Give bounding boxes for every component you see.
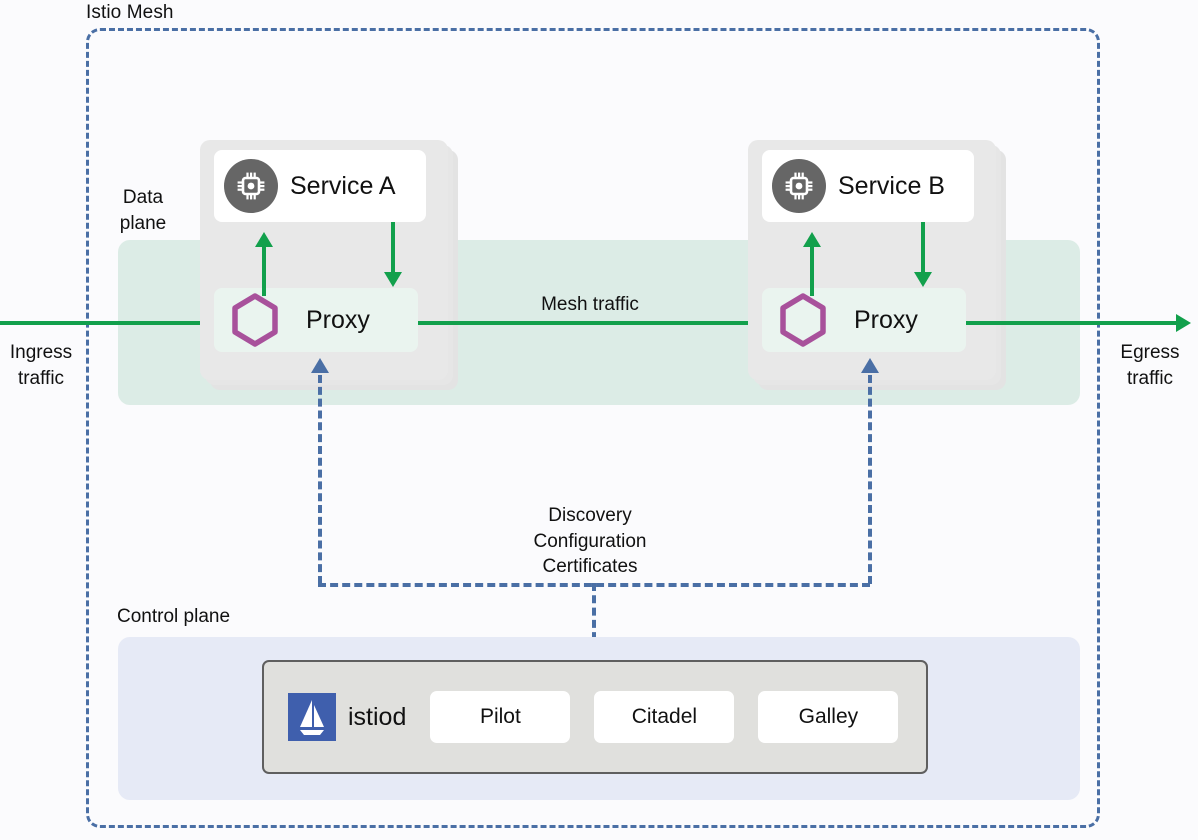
config-line-a xyxy=(318,375,322,584)
config-line-b xyxy=(868,375,872,584)
proxy-to-service-b-line xyxy=(810,246,814,296)
mesh-traffic-line xyxy=(418,321,766,325)
hexagon-icon xyxy=(780,293,826,347)
control-flow-label: Discovery Configuration Certificates xyxy=(533,505,647,577)
data-plane-label: Data plane xyxy=(119,187,167,234)
proxy-b-label: Proxy xyxy=(854,305,918,334)
config-arrowhead-b-icon xyxy=(861,358,879,373)
proxy-to-service-a-line xyxy=(262,246,266,296)
config-arrowhead-a-icon xyxy=(311,358,329,373)
config-line-istiod xyxy=(592,583,596,677)
egress-traffic-label: Egress traffic xyxy=(1120,342,1180,389)
proxy-card-b[interactable]: Proxy xyxy=(762,288,966,352)
service-a-label: Service A xyxy=(290,171,396,200)
proxy-to-service-a-arrowhead-icon xyxy=(255,232,273,247)
hexagon-icon xyxy=(232,293,278,347)
ingress-traffic-label: Ingress traffic xyxy=(9,342,73,389)
istio-mesh-boundary xyxy=(86,28,1100,828)
service-a-to-proxy-line xyxy=(391,222,395,274)
component-box-citadel[interactable]: Citadel xyxy=(594,691,735,743)
istio-sail-logo-icon xyxy=(288,693,336,741)
proxy-card-a[interactable]: Proxy xyxy=(214,288,418,352)
component-box-galley[interactable]: Galley xyxy=(758,691,899,743)
component-box-pilot[interactable]: Pilot xyxy=(430,691,571,743)
pod-service-b: Service B Proxy xyxy=(748,140,1006,390)
ingress-traffic-line xyxy=(0,321,214,325)
istiod-container: istiod Pilot Citadel Galley xyxy=(262,660,928,774)
chip-icon xyxy=(224,159,278,213)
pod-service-a: Service A Proxy xyxy=(200,140,458,390)
chip-icon xyxy=(772,159,826,213)
service-b-to-proxy-arrowhead-icon xyxy=(914,272,932,287)
service-card-b[interactable]: Service B xyxy=(762,150,974,222)
istio-mesh-title: Istio Mesh xyxy=(86,2,174,23)
service-b-label: Service B xyxy=(838,171,945,200)
egress-arrowhead-icon xyxy=(1176,314,1191,332)
proxy-to-service-b-arrowhead-icon xyxy=(803,232,821,247)
istiod-label: istiod xyxy=(348,702,407,731)
egress-traffic-line xyxy=(966,321,1178,325)
proxy-a-label: Proxy xyxy=(306,305,370,334)
mesh-traffic-label: Mesh traffic xyxy=(541,294,639,315)
service-b-to-proxy-line xyxy=(921,222,925,274)
control-plane-label: Control plane xyxy=(117,606,231,627)
service-card-a[interactable]: Service A xyxy=(214,150,426,222)
service-a-to-proxy-arrowhead-icon xyxy=(384,272,402,287)
